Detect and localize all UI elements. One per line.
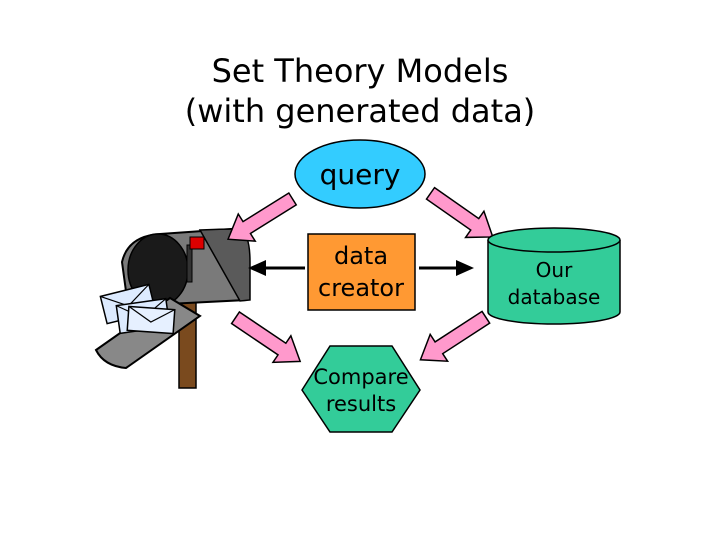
database-label-line2: database [508, 285, 601, 309]
query-label: query [320, 158, 401, 191]
arrow-creator-to-database [419, 260, 474, 276]
arrow-query-to-mailbox [226, 191, 298, 242]
title-line-2: (with generated data) [184, 92, 536, 130]
arrow-query-to-database [425, 186, 494, 239]
arrow-database-to-compare [419, 310, 491, 363]
compare-node: Compare results [301, 345, 421, 433]
database-label-line1: Our [536, 258, 573, 282]
data-creator-label-line1: data [334, 242, 388, 270]
arrow-creator-to-mailbox [248, 260, 305, 276]
data-creator-label-line2: creator [318, 274, 404, 302]
envelope-icon [99, 283, 176, 335]
arrow-mailbox-to-compare [230, 310, 302, 364]
compare-label-line1: Compare [313, 365, 408, 389]
mailbox-flag [189, 236, 205, 250]
compare-label-line2: results [326, 392, 396, 416]
mailbox-icon [94, 226, 251, 389]
data-creator-node: data creator [307, 233, 416, 311]
title-line-1: Set Theory Models [211, 52, 509, 90]
database-node: Our database [487, 227, 621, 325]
query-node: query [294, 139, 426, 209]
